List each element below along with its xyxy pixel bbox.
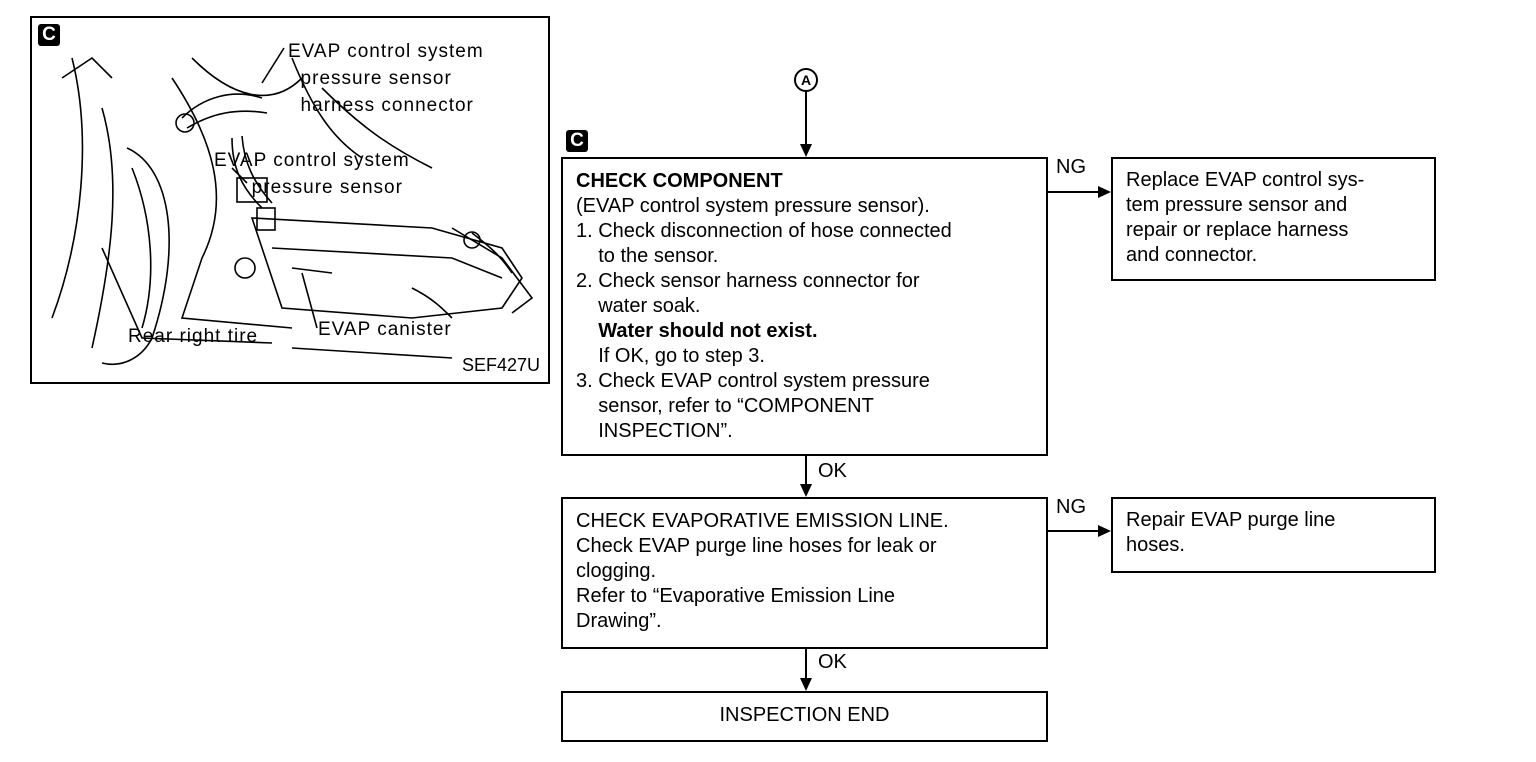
- illustration-panel: C EVAP control system pressure sensor ha…: [30, 16, 550, 384]
- figure-code: SEF427U: [462, 355, 541, 375]
- check-component-subtitle: (EVAP control system pressure sensor).: [576, 195, 930, 217]
- section-badge: C: [38, 24, 60, 46]
- check-component-step1: 1. Check disconnection of hose connected…: [576, 220, 952, 267]
- label-evap-canister: EVAP canister: [318, 319, 452, 340]
- ng-label-2: NG: [1056, 496, 1086, 518]
- check-component-box: CHECK COMPONENT (EVAP control system pre…: [561, 157, 1048, 456]
- ok-label-1: OK: [818, 460, 847, 482]
- ok-label-2: OK: [818, 651, 847, 673]
- inspection-end-box: INSPECTION END: [561, 691, 1048, 742]
- repair-hoses-box: Repair EVAP purge line hoses.: [1111, 497, 1436, 573]
- connector-a-label: A: [800, 72, 812, 88]
- label-pressure-sensor: EVAP control system pressure sensor: [214, 150, 410, 198]
- emission-line-text: CHECK EVAPORATIVE EMISSION LINE. Check E…: [576, 510, 949, 632]
- inspection-end-text: INSPECTION END: [719, 704, 890, 726]
- check-component-title: CHECK COMPONENT: [576, 170, 783, 192]
- check-component-step2: 2. Check sensor harness connector for wa…: [576, 270, 920, 317]
- replace-sensor-box: Replace EVAP control sys- tem pressure s…: [1111, 157, 1436, 281]
- engine-bay-sketch: [51, 47, 534, 365]
- label-harness-connector: EVAP control system pressure sensor harn…: [288, 41, 484, 116]
- check-component-step3: 3. Check EVAP control system pressure se…: [576, 370, 930, 442]
- flow-section-badge: C: [566, 130, 588, 152]
- replace-sensor-text: Replace EVAP control sys- tem pressure s…: [1126, 169, 1365, 266]
- repair-hoses-text: Repair EVAP purge line hoses.: [1126, 509, 1336, 556]
- label-rear-right-tire: Rear right tire: [128, 326, 259, 347]
- water-note: Water should not exist.: [576, 320, 818, 342]
- if-ok-note: If OK, go to step 3.: [576, 345, 765, 367]
- ng-label-1: NG: [1056, 156, 1086, 178]
- emission-line-box: CHECK EVAPORATIVE EMISSION LINE. Check E…: [561, 497, 1048, 649]
